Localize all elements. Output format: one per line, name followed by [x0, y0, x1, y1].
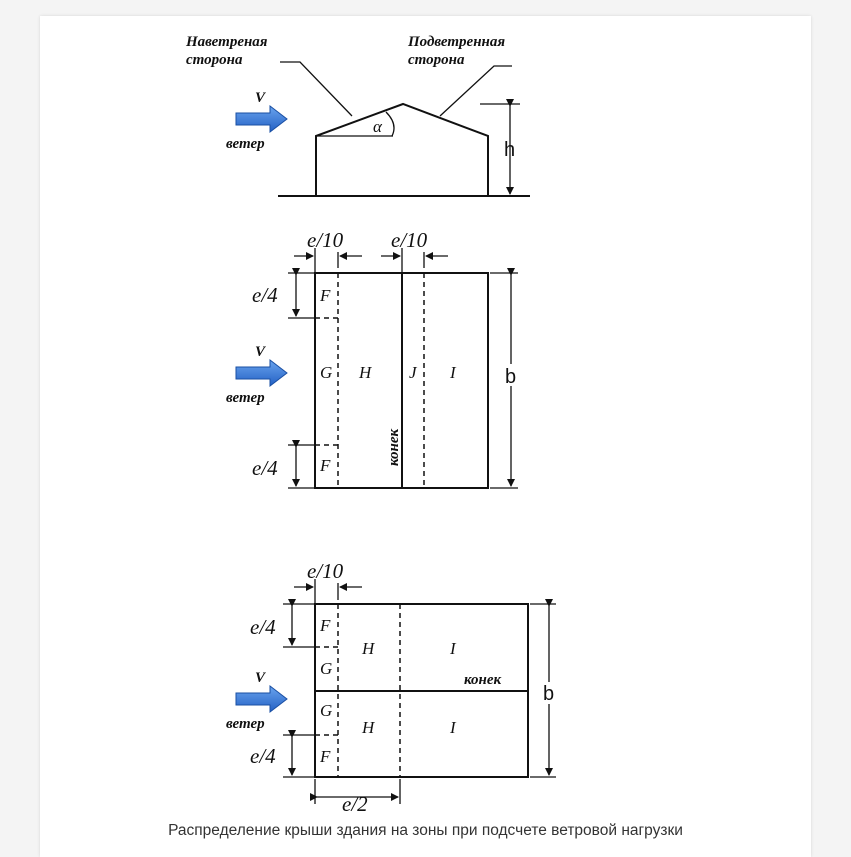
e4-label-top: e/4: [252, 283, 278, 307]
windward-label-line2: сторона: [186, 52, 243, 68]
wind-symbol-label: V: [255, 90, 267, 106]
zone-f-top: F: [319, 616, 331, 635]
wind-arrow-3: V ветер: [226, 670, 288, 732]
zone-i: I: [449, 363, 457, 382]
wind-word-label: ветер: [226, 136, 265, 152]
wind-arrow-icon: [235, 358, 288, 388]
wind-arrow-1: V ветер: [226, 90, 288, 152]
building-outline: [315, 102, 489, 196]
zone-h-top: H: [361, 639, 376, 658]
e4-label-top: e/4: [250, 615, 276, 639]
wind-arrow-icon: [235, 684, 288, 714]
plan-parallel: e/10 e/4 e/4 b e/2 F G G F H H I I конек: [226, 559, 558, 816]
leeward-label-line1: Подветренная: [407, 34, 505, 50]
e10-label-left: e/10: [307, 228, 344, 252]
e10-label-right: e/10: [391, 228, 428, 252]
b-label-bg: [502, 364, 520, 386]
wind-word-label: ветер: [226, 716, 265, 732]
height-label: h: [504, 139, 515, 161]
zone-i-top: I: [449, 639, 457, 658]
zone-h: H: [358, 363, 373, 382]
zone-g: G: [320, 363, 332, 382]
e4-label-bottom: e/4: [250, 744, 276, 768]
e4-label-bottom: e/4: [252, 456, 278, 480]
wind-symbol-label: V: [255, 344, 267, 360]
zone-f-bottom: F: [319, 747, 331, 766]
plan-perpendicular: e/10 e/10 e/4 e/4 b F G F H J I конек V …: [226, 228, 520, 489]
zone-h-bottom: H: [361, 718, 376, 737]
leeward-label-line2: сторона: [408, 52, 465, 68]
ridge-label: конек: [464, 672, 502, 688]
width-label: b: [505, 366, 516, 388]
e2-label: e/2: [342, 792, 368, 816]
alpha-label: α: [373, 117, 383, 136]
zone-f-bottom: F: [319, 456, 331, 475]
width-label: b: [543, 683, 554, 705]
content-card: [40, 16, 811, 857]
wind-arrow-icon: [235, 104, 288, 134]
wind-arrow-2: V ветер: [226, 344, 288, 406]
b-label-bg: [540, 682, 558, 704]
zone-i-bottom: I: [449, 718, 457, 737]
windward-label-line1: Наветреная: [185, 34, 268, 50]
wind-symbol-label: V: [255, 670, 267, 686]
zone-j: J: [409, 363, 418, 382]
figure-caption: Распределение крыши здания на зоны при п…: [168, 822, 683, 839]
alpha-arc: [385, 111, 395, 137]
wind-word-label: ветер: [226, 390, 265, 406]
windward-leader: [280, 61, 353, 117]
leeward-leader: [439, 65, 512, 117]
zone-f-top: F: [319, 286, 331, 305]
e10-label: e/10: [307, 559, 344, 583]
zone-g-bottom: G: [320, 701, 332, 720]
building-elevation: α Наветреная сторона Подветренная сторон…: [185, 34, 530, 197]
zone-g-top: G: [320, 659, 332, 678]
ridge-label: конек: [386, 428, 402, 466]
